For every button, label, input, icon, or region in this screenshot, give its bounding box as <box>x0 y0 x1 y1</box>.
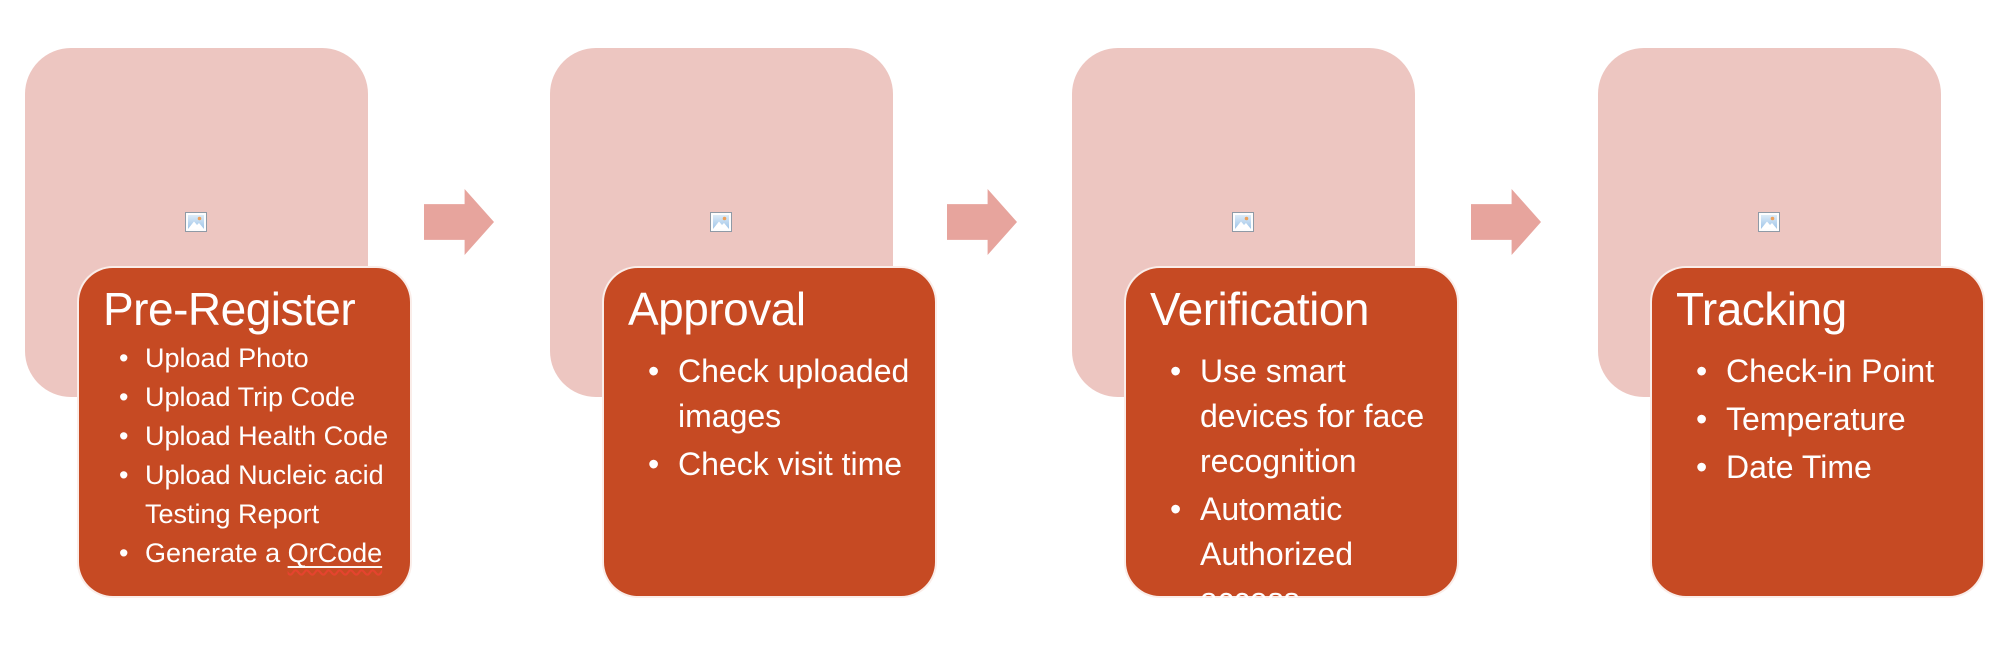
image-placeholder-icon <box>1232 212 1254 232</box>
step-tracking: Tracking Check-in Point Temperature Date… <box>1598 0 2008 669</box>
bullet-item: Check visit time <box>628 442 927 487</box>
step-title: Verification <box>1150 283 1370 335</box>
step-verification: Verification Use smart devices for face … <box>1072 0 1574 669</box>
step-approval: Approval Check uploaded images Check vis… <box>550 0 1052 669</box>
bullet-item: Generate a QrCode <box>103 534 402 573</box>
image-placeholder-icon <box>710 212 732 232</box>
bullet-item: Upload Trip Code <box>103 378 402 417</box>
bullet-list: Check-in Point Temperature Date Time <box>1676 349 1975 490</box>
step-card: Tracking Check-in Point Temperature Date… <box>1650 266 1985 598</box>
bullet-text: Generate a <box>145 538 288 568</box>
step-card: Approval Check uploaded images Check vis… <box>602 266 937 598</box>
bullet-item: Upload Nucleic acid Testing Report <box>103 456 402 534</box>
step-title: Pre-Register <box>103 283 356 335</box>
bullet-item: Date Time <box>1676 445 1975 490</box>
bullet-item: Check-in Point <box>1676 349 1975 394</box>
step-pre-register: Pre-Register Upload Photo Upload Trip Co… <box>25 0 527 669</box>
bullet-item: Upload Photo <box>103 339 402 378</box>
step-card: Pre-Register Upload Photo Upload Trip Co… <box>77 266 412 598</box>
bullet-list: Check uploaded images Check visit time <box>628 349 927 487</box>
bullet-item: Automatic Authorized access <box>1150 487 1449 622</box>
step-title: Approval <box>628 283 806 335</box>
bullet-item: Use smart devices for face recognition <box>1150 349 1449 484</box>
bullet-item: Check uploaded images <box>628 349 927 439</box>
image-placeholder-icon <box>1758 212 1780 232</box>
bullet-list: Upload Photo Upload Trip Code Upload Hea… <box>103 339 402 573</box>
bullet-list: Use smart devices for face recognition A… <box>1150 349 1449 622</box>
bullet-item: Upload Health Code <box>103 417 402 456</box>
qrcode-underlined-text: QrCode <box>287 538 383 568</box>
step-title: Tracking <box>1676 283 1847 335</box>
bullet-item: Temperature <box>1676 397 1975 442</box>
step-card: Verification Use smart devices for face … <box>1124 266 1459 617</box>
image-placeholder-icon <box>185 212 207 232</box>
